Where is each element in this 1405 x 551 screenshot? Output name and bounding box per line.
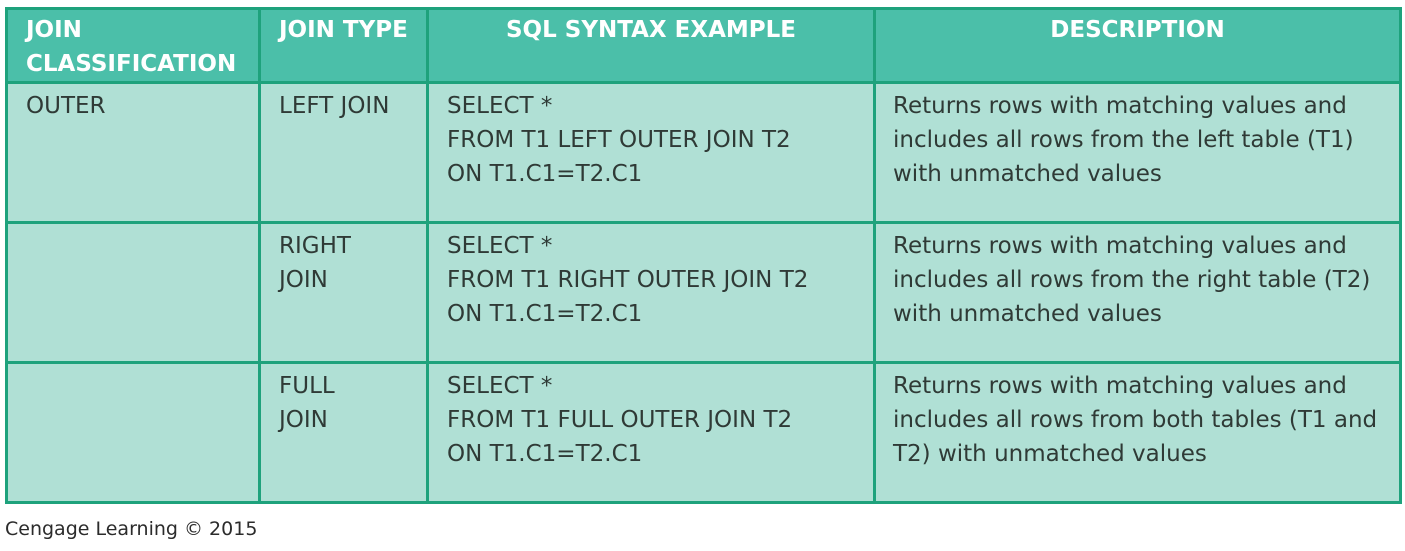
header-sql-syntax-example: SQL SYNTAX EXAMPLE [426, 7, 876, 84]
cell-sql-example: SELECT * FROM T1 RIGHT OUTER JOIN T2 ON … [426, 221, 876, 364]
cell-description: Returns rows with matching values and in… [873, 81, 1402, 224]
cell-sql-example: SELECT * FROM T1 LEFT OUTER JOIN T2 ON T… [426, 81, 876, 224]
cell-join-type: LEFT JOIN [258, 81, 429, 224]
cell-classification: OUTER [5, 81, 261, 224]
cell-join-type: RIGHT JOIN [258, 221, 429, 364]
join-types-table-container: JOIN CLASSIFICATION JOIN TYPE SQL SYNTAX… [5, 7, 1402, 504]
cell-join-type: FULL JOIN [258, 361, 429, 504]
table-row: FULL JOIN SELECT * FROM T1 FULL OUTER JO… [5, 361, 1402, 504]
cell-description: Returns rows with matching values and in… [873, 361, 1402, 504]
cell-sql-example: SELECT * FROM T1 FULL OUTER JOIN T2 ON T… [426, 361, 876, 504]
cell-description: Returns rows with matching values and in… [873, 221, 1402, 364]
header-description: DESCRIPTION [873, 7, 1402, 84]
copyright-credit: Cengage Learning © 2015 [5, 518, 258, 540]
join-types-table: JOIN CLASSIFICATION JOIN TYPE SQL SYNTAX… [5, 7, 1402, 504]
header-join-classification: JOIN CLASSIFICATION [5, 7, 261, 84]
table-row: OUTER LEFT JOIN SELECT * FROM T1 LEFT OU… [5, 81, 1402, 224]
cell-classification [5, 361, 261, 504]
header-join-type: JOIN TYPE [258, 7, 429, 84]
table-header-row: JOIN CLASSIFICATION JOIN TYPE SQL SYNTAX… [5, 7, 1402, 84]
cell-classification [5, 221, 261, 364]
table-row: RIGHT JOIN SELECT * FROM T1 RIGHT OUTER … [5, 221, 1402, 364]
